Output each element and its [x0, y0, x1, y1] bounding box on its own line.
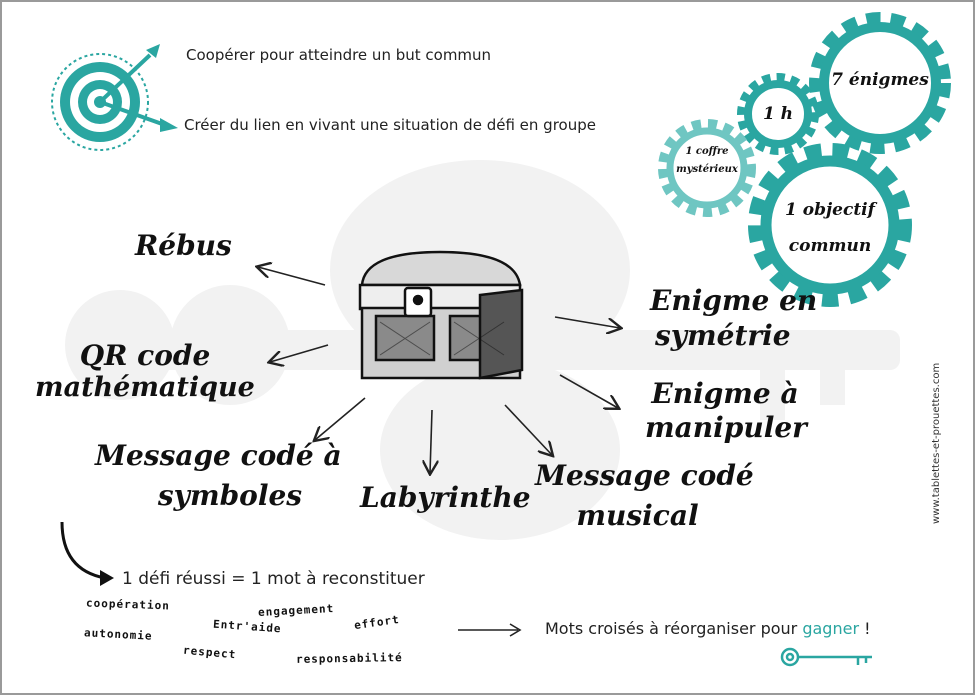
gear-icon-enigmes — [809, 12, 951, 154]
final-text-end: ! — [859, 619, 871, 638]
challenge-symetrie-line1: Enigme en — [650, 284, 818, 317]
goal-lien: Créer du lien en vivant une situation de… — [184, 116, 596, 134]
challenge-musical-line2: musical — [576, 499, 699, 532]
arrow-icon-labyrinthe — [430, 409, 432, 473]
arrow-icon-curved — [60, 521, 106, 580]
challenge-symetrie-line2: symétrie — [655, 319, 791, 352]
arrow-icon-symboles — [315, 397, 366, 440]
goal-cooperer: Coopérer pour atteindre un but commun — [186, 46, 492, 64]
final-text-highlight: gagner — [802, 619, 860, 638]
challenge-musical-line1: Message codé — [535, 459, 754, 492]
challenge-qr-line2: mathématique — [35, 372, 255, 403]
credit-url: www.tablettes-et-prouettes.com — [931, 362, 942, 524]
challenge-manipuler-line2: manipuler — [645, 411, 807, 444]
arrow-icon-symetrie — [554, 316, 620, 328]
rule-text: 1 défi réussi = 1 mot à reconstituer — [122, 569, 425, 589]
challenge-manipuler-line1: Enigme à — [651, 377, 799, 410]
arrow-icon-manipuler — [559, 374, 618, 408]
challenge-labyrinthe: Labyrinthe — [360, 481, 531, 514]
gear-label-objectif-2: commun — [788, 236, 872, 256]
gear-icon-duree — [737, 73, 819, 155]
gear-icon-objectif — [748, 143, 912, 307]
gear-icon-coffre — [658, 119, 756, 217]
gear-label-enigmes: 7 énigmes — [831, 70, 929, 90]
challenge-symboles-line1: Message codé à — [95, 439, 342, 472]
final-text: Mots croisés à réorganiser pour gagner ! — [545, 619, 871, 638]
gear-label-duree: 1 h — [762, 104, 794, 124]
gear-label-objectif-1: 1 objectif — [785, 200, 875, 220]
gear-label-coffre-2: mystérieux — [676, 164, 738, 175]
challenge-rebus: Rébus — [135, 229, 232, 262]
gear-label-coffre-1: 1 coffre — [685, 146, 729, 157]
arrow-icon-musical — [504, 404, 552, 455]
final-text-main: Mots croisés à réorganiser pour — [545, 619, 798, 638]
challenge-qr-line1: QR code — [79, 339, 211, 372]
arrow-icon-qr — [270, 344, 329, 362]
arrow-icon-rebus — [258, 267, 326, 286]
challenge-symboles-line2: symboles — [157, 479, 303, 512]
